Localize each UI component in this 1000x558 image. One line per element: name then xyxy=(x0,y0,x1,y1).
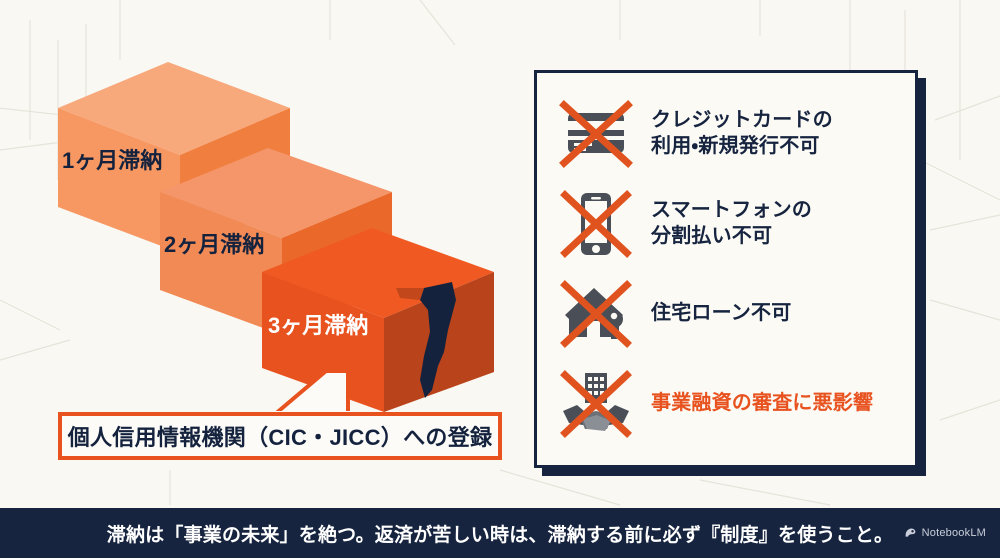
callout-box: 個人信用情報機関（CIC・JICC）への登録 xyxy=(58,412,502,460)
step-label-1: 1ヶ月滞納 xyxy=(62,148,162,173)
consequences-panel: クレジットカードの 利用・新規発行不可 スマートフォンの xyxy=(534,70,918,468)
list-item-label: 事業融資の審査に悪影響 xyxy=(651,391,873,417)
list-item-line: 事業融資の審査に悪影響 xyxy=(651,392,874,415)
list-item-line: クレジットカードの xyxy=(651,109,833,132)
handshake-building-crossed-out-icon xyxy=(557,367,635,441)
credit-card-crossed-out-icon xyxy=(557,97,635,171)
step-label-3: 3ヶ月滞納 xyxy=(268,313,368,338)
delinquency-staircase: 1ヶ月滞納 2ヶ月滞納 3ヶ月滞納 xyxy=(58,62,494,412)
notebooklm-icon xyxy=(905,528,915,537)
list-item-line: 分割払い不可 xyxy=(651,225,773,247)
notebooklm-watermark: NotebookLM xyxy=(904,526,986,539)
banner-text: 滞納は「事業の未来」を絶つ。返済が苦しい時は、滞納する前に必ず『制度』を使うこと… xyxy=(106,524,894,546)
bottom-banner: 滞納は「事業の未来」を絶つ。返済が苦しい時は、滞納する前に必ず『制度』を使うこと… xyxy=(0,508,1000,558)
house-key-crossed-out-icon xyxy=(557,277,635,351)
list-item: 住宅ローン不可 xyxy=(557,271,897,357)
step-label-2: 2ヶ月滞納 xyxy=(164,232,264,257)
callout-text: 個人信用情報機関（CIC・JICC）への登録 xyxy=(67,425,493,450)
smartphone-crossed-out-icon xyxy=(557,187,635,261)
list-item: クレジットカードの 利用・新規発行不可 xyxy=(557,91,897,177)
list-item-line: スマートフォンの xyxy=(651,199,812,222)
list-item-line: 利用・新規発行不可 xyxy=(651,135,820,157)
list-item-line: 住宅ローン不可 xyxy=(651,302,792,325)
watermark-label: NotebookLM xyxy=(921,526,986,539)
list-item: スマートフォンの 分割払い不可 xyxy=(557,181,897,267)
list-item-label: スマートフォンの 分割払い不可 xyxy=(651,198,812,249)
list-item: 事業融資の審査に悪影響 xyxy=(557,361,897,447)
step-block-3 xyxy=(262,228,494,412)
list-item-label: クレジットカードの 利用・新規発行不可 xyxy=(651,108,833,159)
list-item-label: 住宅ローン不可 xyxy=(651,301,791,327)
callout-tail xyxy=(270,371,350,417)
chasm-crack xyxy=(420,282,456,398)
